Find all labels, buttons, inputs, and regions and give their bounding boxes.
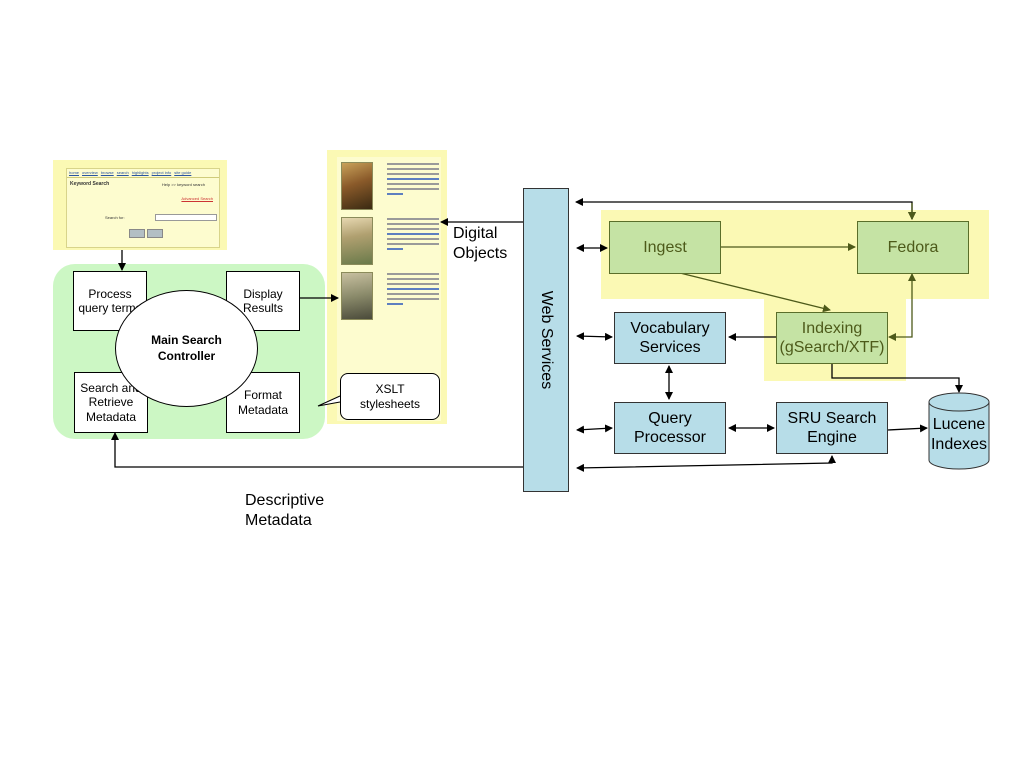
nav-link: search	[116, 170, 129, 175]
result-item	[339, 160, 439, 210]
lucene-indexes-label-wrap: Lucene Indexes	[928, 405, 990, 465]
nav-link: overview	[82, 170, 98, 175]
search-page-sublinks: Help >> keyword search	[161, 182, 205, 187]
nav-link: highlights	[131, 170, 149, 175]
web-services-label: Web Services	[538, 290, 555, 390]
search-page-input	[155, 214, 217, 221]
search-retrieve-label: Search and Retrieve Metadata	[80, 380, 142, 424]
result-item	[339, 215, 439, 265]
lucene-indexes-cylinder	[928, 392, 990, 470]
vocabulary-services-box: Vocabulary Services	[614, 312, 726, 364]
result-item	[339, 270, 439, 320]
search-retrieve-metadata-box: Search and Retrieve Metadata	[74, 372, 148, 433]
xslt-label: XSLT stylesheets	[359, 382, 421, 411]
nav-link: project info	[151, 170, 172, 175]
query-processor-box: Query Processor	[614, 402, 726, 454]
nav-link: home	[69, 170, 80, 175]
descriptive-metadata-label: Descriptive Metadata	[245, 492, 325, 529]
search-for-label: Search for:	[105, 215, 125, 220]
format-metadata-label: Format Metadata	[237, 388, 289, 417]
advanced-search-link: Advanced Search	[181, 196, 213, 201]
indexing-label: Indexing (gSearch/XTF)	[779, 319, 885, 356]
result-thumbnail	[341, 272, 373, 320]
sru-search-engine-label: SRU Search Engine	[787, 409, 877, 446]
nav-link: site guide	[174, 170, 192, 175]
vocabulary-services-label: Vocabulary Services	[630, 319, 710, 356]
lucene-indexes-label: Lucene Indexes	[930, 416, 988, 453]
web-services-bar	[523, 188, 569, 492]
result-thumbnail	[341, 217, 373, 265]
web-services-label-wrap: Web Services	[523, 188, 569, 492]
process-query-label: Process query terms	[78, 286, 142, 315]
main-search-controller: Main Search Controller	[115, 290, 258, 407]
indexing-box: Indexing (gSearch/XTF)	[776, 312, 888, 364]
xslt-stylesheets-callout: XSLT stylesheets	[340, 373, 440, 420]
main-search-controller-label: Main Search Controller	[151, 332, 222, 363]
nav-link: browse	[100, 170, 114, 175]
ingest-box: Ingest	[609, 221, 721, 274]
search-page-heading: Keyword Search	[70, 181, 110, 187]
search-page-search-button	[129, 229, 145, 238]
sru-search-engine-box: SRU Search Engine	[776, 402, 888, 454]
search-page-nav: home overview browse search highlights p…	[67, 169, 219, 178]
query-processor-label: Query Processor	[633, 409, 707, 446]
ingest-label: Ingest	[643, 238, 687, 256]
search-page-screenshot: home overview browse search highlights p…	[66, 168, 220, 248]
display-results-label: Display Results	[242, 286, 283, 315]
search-page-clear-button	[147, 229, 163, 238]
digital-objects-label: Digital Objects	[453, 225, 508, 262]
result-thumbnail	[341, 162, 373, 210]
fedora-label: Fedora	[887, 238, 939, 256]
fedora-box: Fedora	[857, 221, 969, 274]
